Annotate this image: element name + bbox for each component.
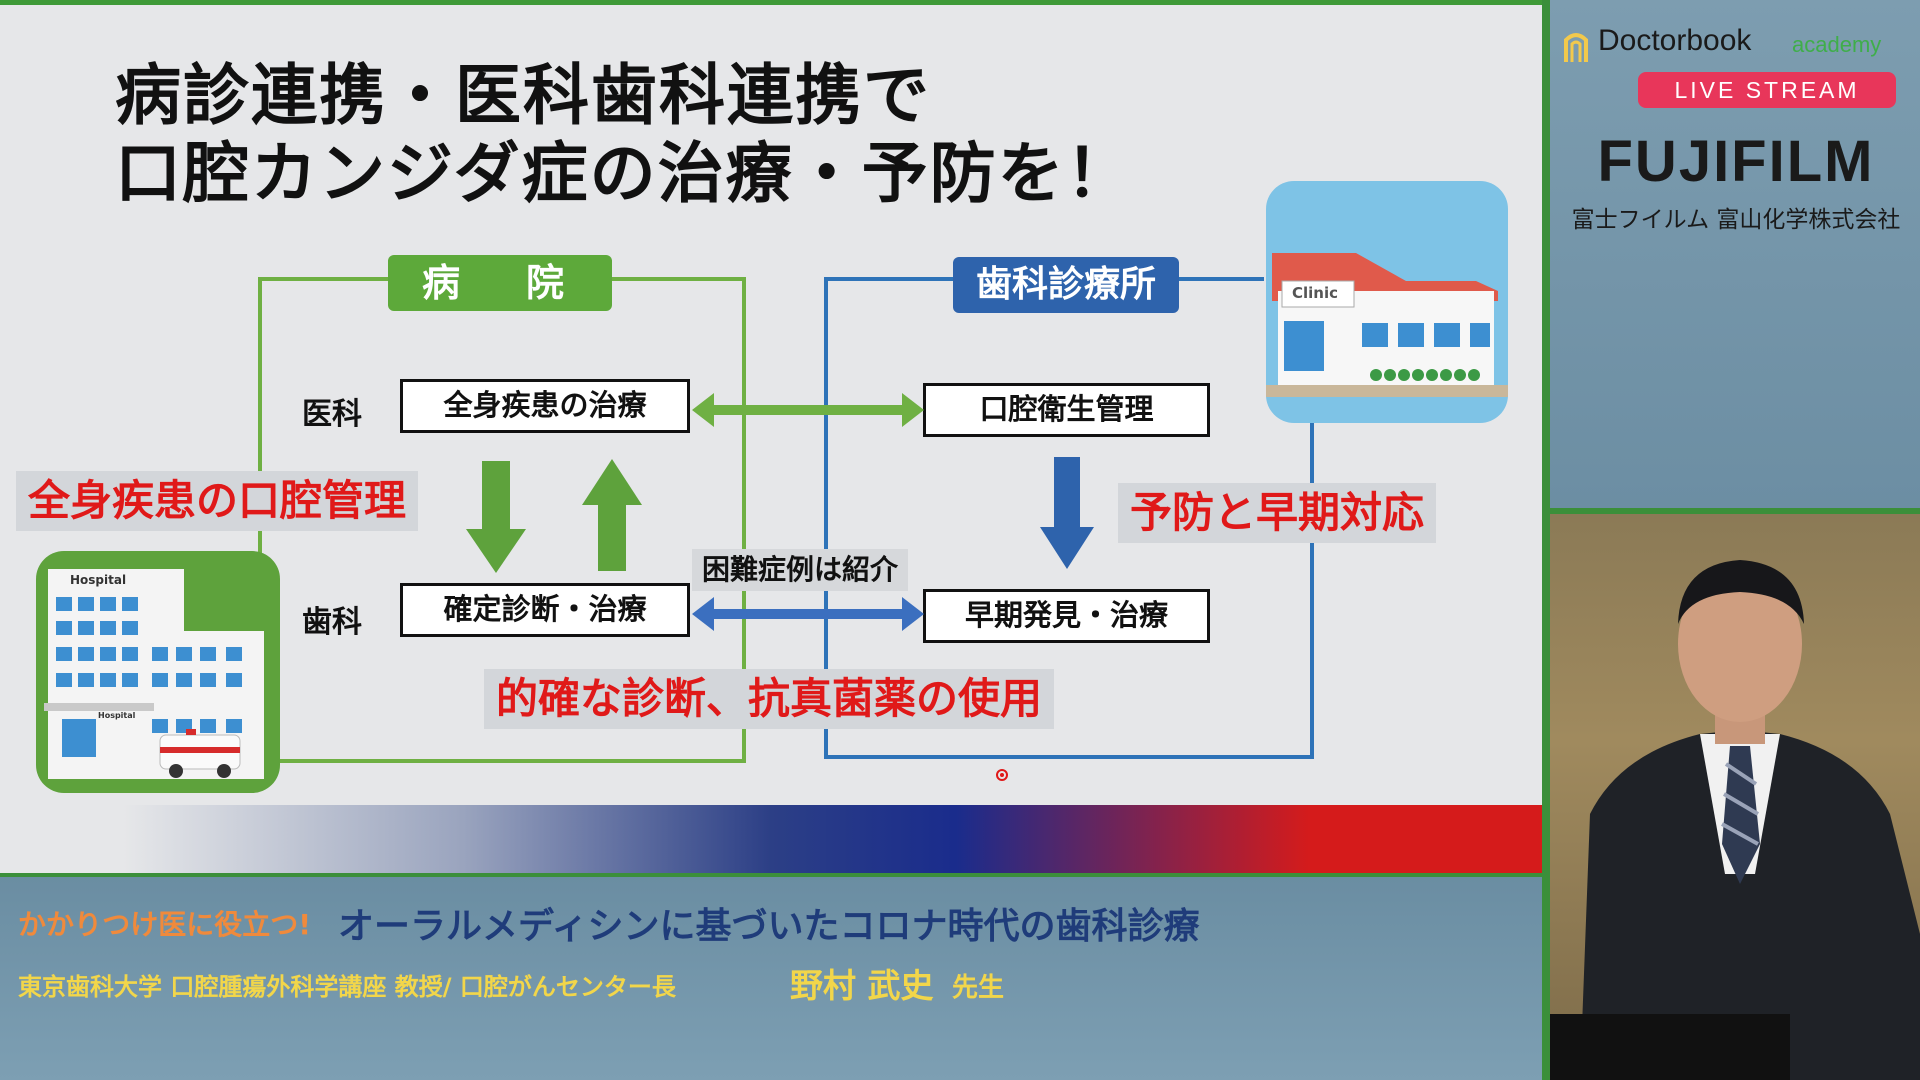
sponsor-panel: Doctorbook academy LIVE STREAM FUJIFILM … xyxy=(1550,0,1920,508)
hospital-illustration: Hospital Hospital xyxy=(36,551,280,793)
hospital-building-icon xyxy=(36,551,280,793)
speaker-video xyxy=(1550,514,1920,1080)
clinic-sign: Clinic xyxy=(1292,284,1338,302)
panel-divider xyxy=(1542,0,1550,1080)
sponsor-company-name: 富士フイルム 富山化学株式会社 xyxy=(1556,200,1916,234)
presentation-slide: 病診連携・医科歯科連携で 口腔カンジダ症の治療・予防を！ 病 院 歯科診療所 医… xyxy=(0,0,1542,875)
lower-third-top-line xyxy=(0,873,1542,877)
speaker-honorific: 先生 xyxy=(952,967,1004,1004)
slide-footer-gradient xyxy=(0,805,1542,875)
referral-label: 困難症例は紹介 xyxy=(692,549,908,591)
speaker-figure xyxy=(1550,514,1920,1080)
speaker-name: 野村 武史 xyxy=(790,959,934,1007)
doctorbook-logo-icon xyxy=(1560,28,1592,64)
series-prefix: かかりつけ医に役立つ! xyxy=(18,903,311,943)
live-stream-badge: LIVE STREAM xyxy=(1638,72,1896,108)
hospital-sign: Hospital xyxy=(70,573,126,587)
callout-systemic-oral-care: 全身疾患の口腔管理 xyxy=(16,471,418,531)
hospital-sign-small: Hospital xyxy=(98,711,135,720)
lower-third-bar: かかりつけ医に役立つ! オーラルメディシンに基づいたコロナ時代の歯科診療 東京歯… xyxy=(0,875,1542,1080)
callout-prevention: 予防と早期対応 xyxy=(1118,483,1436,543)
blue-double-arrow xyxy=(692,597,924,631)
clinic-illustration: Clinic xyxy=(1266,181,1508,423)
series-title: オーラルメディシンに基づいたコロナ時代の歯科診療 xyxy=(338,897,1199,949)
doctorbook-brand-suffix: academy xyxy=(1792,32,1881,58)
green-down-arrow xyxy=(466,461,526,573)
doctorbook-brand: Doctorbook xyxy=(1598,24,1751,58)
callout-accurate-diagnosis: 的確な診断、抗真菌薬の使用 xyxy=(484,669,1054,729)
speaker-affiliation: 東京歯科大学 口腔腫瘍外科学講座 教授/ 口腔がんセンター長 xyxy=(18,967,676,1002)
green-double-arrow xyxy=(692,393,924,427)
fujifilm-logo: FUJIFILM xyxy=(1586,128,1886,195)
clinic-building-icon xyxy=(1266,181,1508,423)
blue-down-arrow xyxy=(1040,457,1094,569)
green-up-arrow xyxy=(582,459,642,571)
